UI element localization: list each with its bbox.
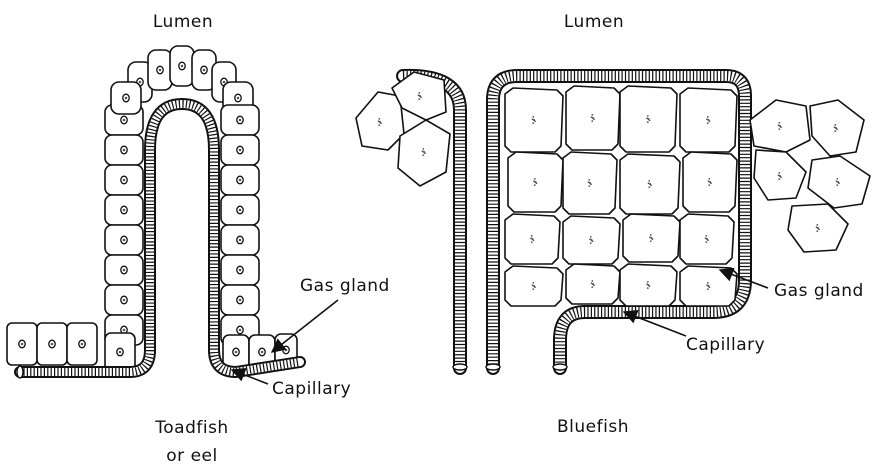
gland-cell <box>680 88 737 152</box>
gland-cell <box>680 266 737 306</box>
gland-cell <box>683 152 737 212</box>
left-caption-line1: Toadfish <box>154 418 228 438</box>
gland-cell <box>620 264 677 306</box>
gland-cell <box>680 214 734 264</box>
arch-cell <box>170 46 194 86</box>
gland-cell <box>620 86 677 152</box>
gland-cell <box>505 266 563 306</box>
gland-cell <box>563 152 617 214</box>
outer-cell <box>750 100 810 152</box>
left-capillary-label: Capillary <box>272 379 351 399</box>
left-gas-gland-label: Gas gland <box>300 276 390 296</box>
fold-cell <box>105 333 135 371</box>
gland-cell <box>505 214 560 264</box>
right-gland-cells <box>356 72 870 306</box>
fold-cell <box>221 165 259 195</box>
fold-cell <box>221 255 259 285</box>
fold-cell <box>223 335 249 369</box>
right-capillary-label: Capillary <box>686 335 765 355</box>
left-caption-line2: or eel <box>166 446 217 466</box>
right-capillary-end-a <box>453 364 467 370</box>
base-cell <box>37 323 67 365</box>
gland-cell <box>620 154 680 214</box>
gland-cell <box>623 214 680 262</box>
gland-cell <box>508 152 563 212</box>
fold-cell <box>105 135 143 165</box>
right-capillary-end-c <box>553 364 567 370</box>
outer-cell <box>356 92 404 150</box>
right-gas-gland-label: Gas gland <box>774 281 864 301</box>
fold-cell <box>105 225 143 255</box>
base-cell <box>7 323 37 365</box>
arch-cell <box>111 82 141 114</box>
gland-cell <box>566 86 620 150</box>
fold-cell <box>105 195 143 225</box>
fold-cell <box>221 285 259 315</box>
outer-cell <box>754 150 806 200</box>
toadfish-panel: Lumen Gas gland Capillary Toadfish or ee… <box>7 12 390 466</box>
left-lumen-label: Lumen <box>153 12 213 32</box>
base-cell <box>67 323 97 365</box>
right-caption: Bluefish <box>557 417 629 437</box>
outer-cell <box>810 100 864 156</box>
fold-cell <box>221 195 259 225</box>
fold-cell <box>105 285 143 315</box>
outer-cell <box>788 204 848 252</box>
outer-cell <box>808 156 870 208</box>
outer-cell <box>398 120 450 186</box>
arch-cell <box>148 50 172 90</box>
gland-cell <box>563 216 620 264</box>
gland-cell <box>566 264 620 304</box>
bluefish-panel: Lumen Gas gland Capillary Bluefish <box>356 12 870 437</box>
fold-cell <box>105 255 143 285</box>
right-capillary-end-b <box>486 364 500 370</box>
fold-cell <box>221 225 259 255</box>
gland-cell <box>505 88 563 152</box>
fold-cell <box>105 165 143 195</box>
fold-cell <box>221 135 259 165</box>
right-lumen-label: Lumen <box>564 12 624 32</box>
fold-cell <box>221 105 259 135</box>
left-capillary-end <box>17 366 23 378</box>
left-gas-gland-arrow <box>272 300 338 352</box>
